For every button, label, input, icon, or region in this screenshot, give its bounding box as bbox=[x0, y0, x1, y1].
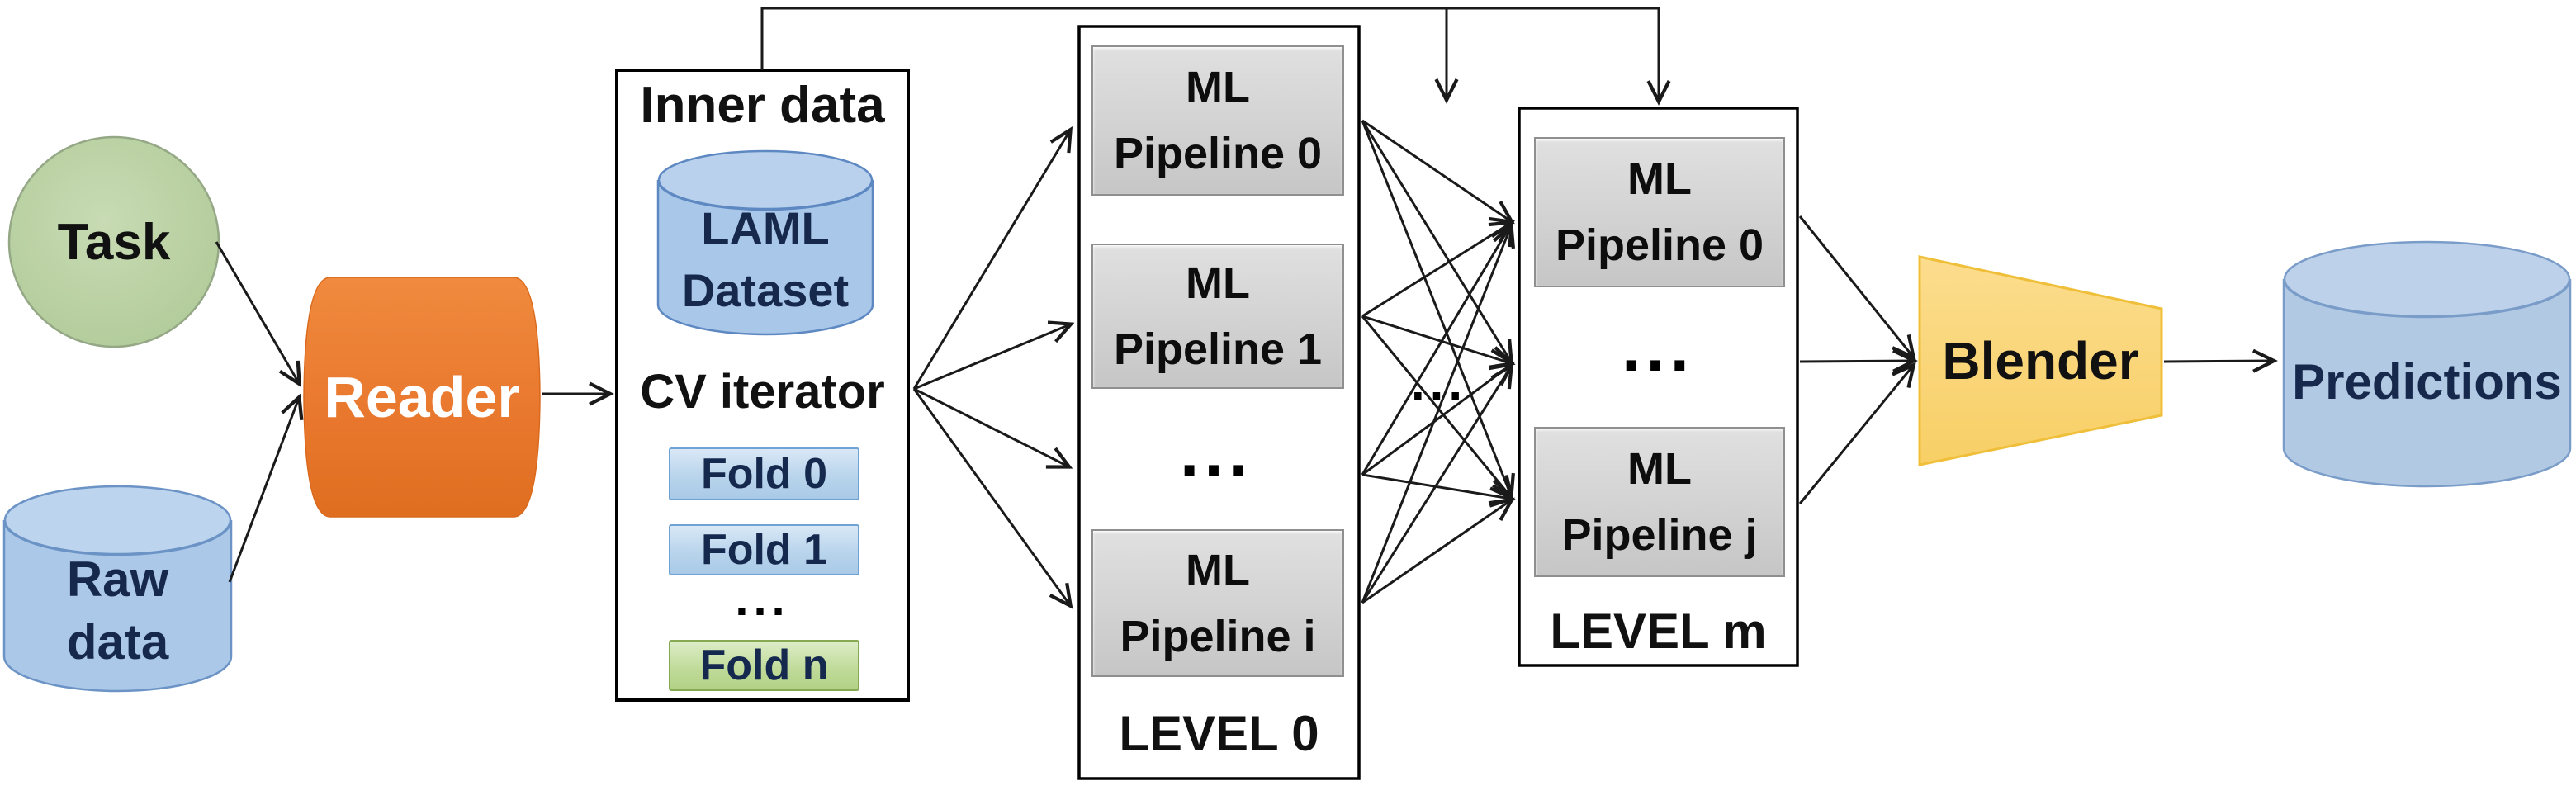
arrow-cv-to-ellipsis bbox=[913, 387, 1073, 469]
predictions-label: Predictions bbox=[2292, 353, 2562, 410]
level0-pipeline-1-line2: Pipeline 1 bbox=[1113, 324, 1323, 374]
predictions-cylinder bbox=[2282, 240, 2572, 488]
level0-pipeline-i-line2: Pipeline i bbox=[1120, 611, 1316, 661]
arrow-l0pi-to-lm-mid bbox=[1361, 362, 1514, 604]
arrow-blender-to-predictions bbox=[2163, 348, 2278, 373]
levelm-pipeline-j-box: ML Pipeline j bbox=[1534, 427, 1785, 577]
arrow-l0dots-to-lm-top bbox=[1361, 220, 1514, 476]
reader-shape bbox=[303, 277, 541, 518]
raw-data-line2: data bbox=[66, 614, 169, 670]
level0-pipeline-0-line1: ML bbox=[1186, 63, 1250, 112]
level0-pipeline-i-box: ML Pipeline i bbox=[1091, 529, 1344, 677]
fold-0-chip: Fold 0 bbox=[669, 447, 859, 500]
fold-n-label: Fold n bbox=[699, 642, 829, 689]
laml-dataset-cylinder bbox=[656, 149, 874, 336]
arrow-l0p1-to-lm-top bbox=[1361, 220, 1515, 318]
arrow-rawdata-to-reader bbox=[228, 393, 304, 583]
arrow-l0p0-to-lm-mid bbox=[1361, 120, 1514, 367]
level0-ellipsis: ... bbox=[1179, 413, 1252, 490]
level0-pipeline-0-line2: Pipeline 0 bbox=[1113, 129, 1323, 178]
fold-1-label: Fold 1 bbox=[700, 526, 828, 574]
laml-dataset-label: LAML Dataset bbox=[658, 196, 873, 322]
level0-pipeline-0-box: ML Pipeline 0 bbox=[1091, 45, 1344, 196]
top-feed-line-to-level-m bbox=[760, 7, 1671, 106]
fold-0-label: Fold 0 bbox=[700, 450, 828, 498]
levelm-pipeline-0-line1: ML bbox=[1627, 154, 1692, 204]
levelm-pipeline-0-box: ML Pipeline 0 bbox=[1534, 137, 1785, 287]
arrow-l0p1-to-lm-bot bbox=[1361, 315, 1514, 501]
arrow-task-to-reader bbox=[215, 241, 301, 388]
between-levels-ellipsis: ... bbox=[1410, 355, 1467, 410]
folds-ellipsis: ... bbox=[735, 572, 790, 626]
arrow-lmpj-to-blender bbox=[1798, 362, 1916, 504]
arrow-l0dots-to-lm-mid bbox=[1361, 362, 1515, 476]
levelm-pipeline-j-line1: ML bbox=[1627, 444, 1692, 494]
arrow-l0p0-to-lm-bot bbox=[1361, 120, 1515, 500]
raw-data-line1: Raw bbox=[66, 552, 169, 607]
task-label: Task bbox=[57, 213, 171, 271]
level0-pipeline-1-box: ML Pipeline 1 bbox=[1091, 244, 1344, 389]
arrow-cv-to-pipeline1 bbox=[913, 320, 1075, 391]
arrow-l0pi-to-lm-top bbox=[1361, 221, 1515, 604]
levelm-ellipsis: ... bbox=[1621, 308, 1694, 386]
raw-data-label: Raw data bbox=[4, 545, 231, 677]
blender-label: Blender bbox=[1942, 331, 2139, 391]
laml-dataset-line1: LAML bbox=[701, 202, 830, 254]
cv-iterator-label: CV iterator bbox=[640, 364, 885, 419]
level-0-title: LEVEL 0 bbox=[1119, 705, 1319, 761]
laml-dataset-line2: Dataset bbox=[681, 264, 850, 316]
arrow-l0p1-to-lm-mid bbox=[1361, 315, 1516, 369]
fold-1-chip: Fold 1 bbox=[669, 524, 859, 575]
arrow-cv-to-pipeline-i bbox=[912, 388, 1073, 609]
levelm-pipeline-j-line2: Pipeline j bbox=[1561, 510, 1758, 560]
arrow-l0pi-to-lm-bot bbox=[1361, 497, 1515, 604]
level0-pipeline-1-line1: ML bbox=[1186, 258, 1250, 308]
reader-label: Reader bbox=[324, 365, 520, 429]
level-m-title: LEVEL m bbox=[1550, 603, 1767, 659]
levelm-pipeline-0-line2: Pipeline 0 bbox=[1555, 220, 1764, 270]
raw-data-cylinder bbox=[2, 485, 233, 693]
inner-data-title: Inner data bbox=[640, 76, 885, 134]
arrow-cv-to-pipeline0 bbox=[912, 125, 1073, 390]
arrow-l0p0-to-lm-top bbox=[1361, 119, 1515, 225]
blender-trapezoid bbox=[1918, 255, 2163, 466]
level0-pipeline-i-line1: ML bbox=[1186, 545, 1250, 595]
task-circle bbox=[7, 135, 220, 348]
fold-n-chip: Fold n bbox=[669, 640, 859, 691]
arrow-lmp0-to-blender bbox=[1798, 215, 1916, 361]
arrow-lmdots-to-blender bbox=[1799, 348, 1918, 373]
arrows bbox=[215, 7, 2278, 609]
